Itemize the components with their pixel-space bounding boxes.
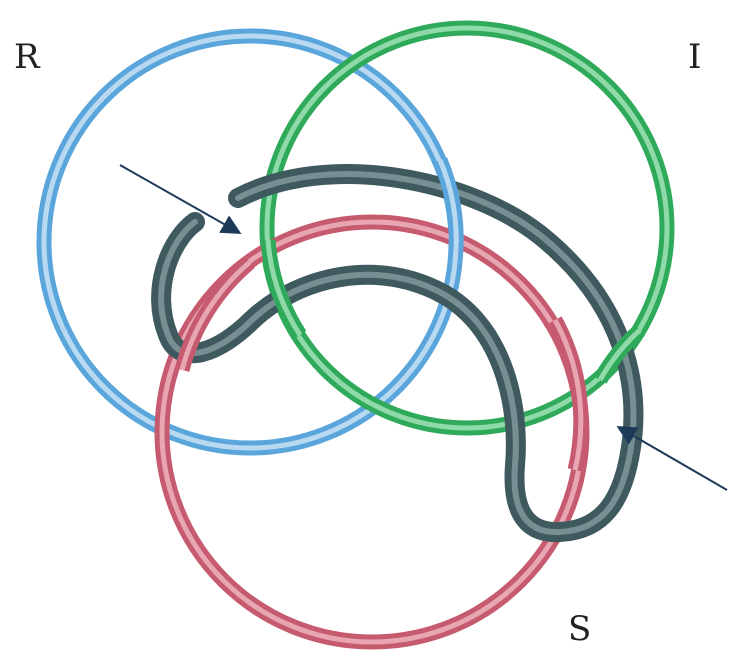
ring-label-s: S — [568, 612, 591, 646]
arrow-upper-left — [120, 165, 238, 232]
ring-label-r: R — [14, 40, 40, 74]
ring-r — [44, 36, 456, 448]
ring-label-i: I — [688, 40, 701, 74]
